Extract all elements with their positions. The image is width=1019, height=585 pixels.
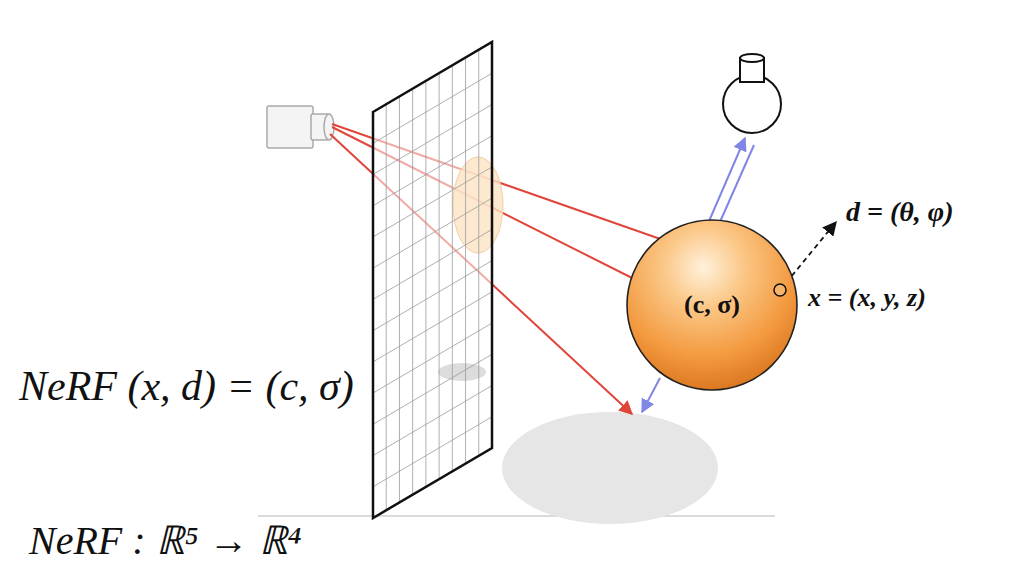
frame-line (258, 515, 775, 517)
sphere-node: (c, σ) (622, 215, 802, 395)
shadow-ray (642, 378, 660, 412)
direction-label: d = (θ, φ) (843, 196, 957, 228)
ground-shadow (502, 412, 718, 524)
position-label: x = (x, y, z) (805, 283, 929, 313)
camera-icon (267, 106, 334, 148)
light-bulb (723, 54, 781, 133)
nerf-formula: NeRF (x, d) = (c, σ) (16, 362, 357, 410)
image-plane (373, 42, 503, 518)
node-label: (c, σ) (684, 290, 740, 320)
direction-arrow (786, 222, 836, 283)
nerf-mapping: NeRF : ℝ⁵ → ℝ⁴ (26, 518, 304, 564)
